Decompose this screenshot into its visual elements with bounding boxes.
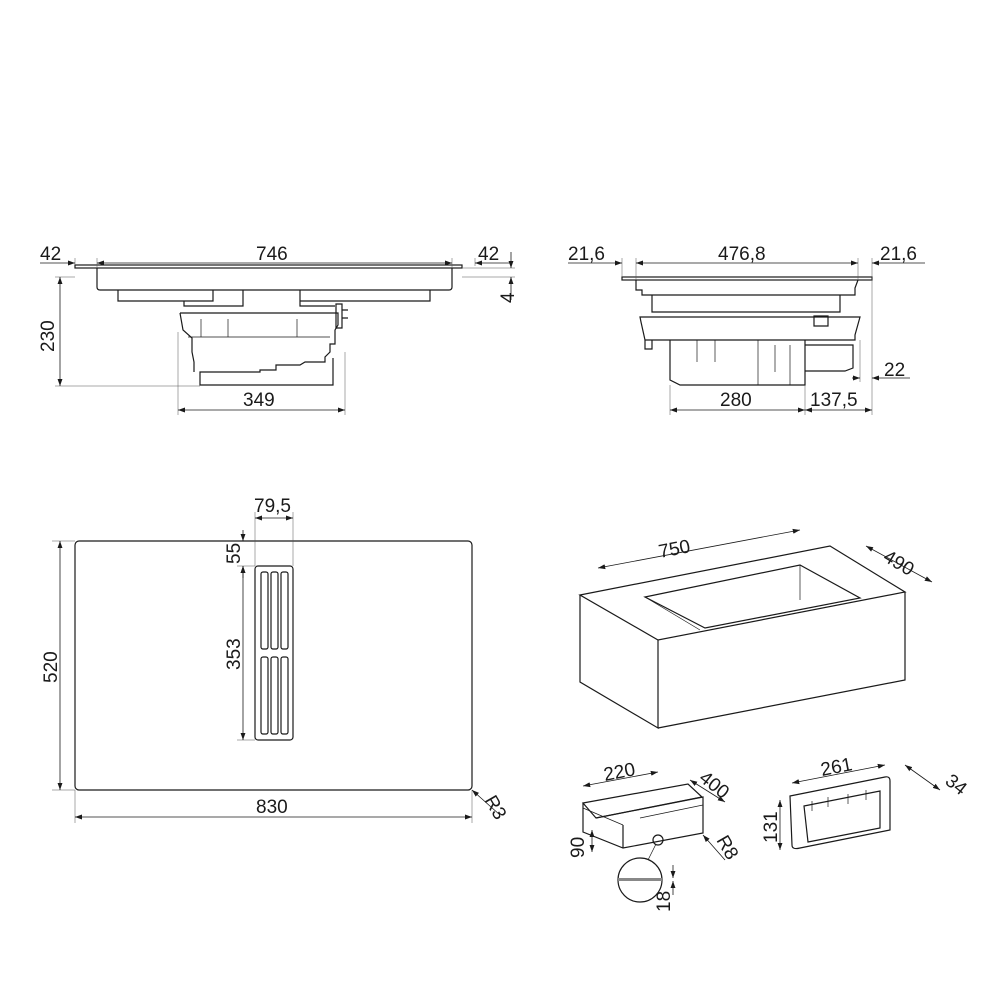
side-offset-label: 22 [884, 360, 905, 381]
side-view: 21,6 476,8 21,6 22 280 137,5 [568, 244, 925, 415]
duct-width-label: 220 [602, 759, 637, 786]
front-width-label: 746 [256, 244, 288, 265]
top-width-label: 830 [256, 797, 288, 818]
adapter-height-label: 131 [761, 811, 782, 843]
cutout-width-label: 750 [657, 536, 692, 563]
rear-offset-label: 137,5 [810, 390, 858, 411]
corner-radius-label: R3 [480, 792, 510, 824]
top-view: 79,5 55 353 520 830 R3 [41, 496, 510, 824]
duct-radius-label: R8 [712, 832, 742, 864]
top-depth-label: 520 [41, 651, 62, 683]
adapter-width-label: 261 [819, 754, 854, 781]
duct-wall-label: 18 [654, 891, 675, 912]
glass-thickness-label: 4 [498, 292, 519, 303]
side-depth-label: 476,8 [718, 244, 766, 265]
front-view: 42 746 42 4 230 349 [38, 244, 519, 415]
cutout-view: 750 490 [578, 528, 933, 730]
side-right-overhang-label: 21,6 [880, 244, 917, 265]
side-left-overhang-label: 21,6 [568, 244, 605, 265]
duct-view: 220 400 90 R8 18 [568, 759, 742, 912]
duct-height-label: 90 [568, 837, 589, 858]
adapter-view: 261 131 34 [761, 754, 971, 850]
front-left-overhang-label: 42 [40, 244, 61, 265]
front-right-overhang-label: 42 [478, 244, 499, 265]
module-width-label: 280 [720, 390, 752, 411]
vent-width-label: 79,5 [254, 496, 291, 517]
cutout-depth-label: 490 [879, 546, 917, 580]
adapter-depth-label: 34 [941, 770, 971, 800]
front-height-label: 230 [38, 320, 59, 352]
vent-offset-label: 55 [224, 543, 245, 564]
vent-length-label: 353 [224, 638, 245, 670]
motor-width-label: 349 [243, 390, 275, 411]
